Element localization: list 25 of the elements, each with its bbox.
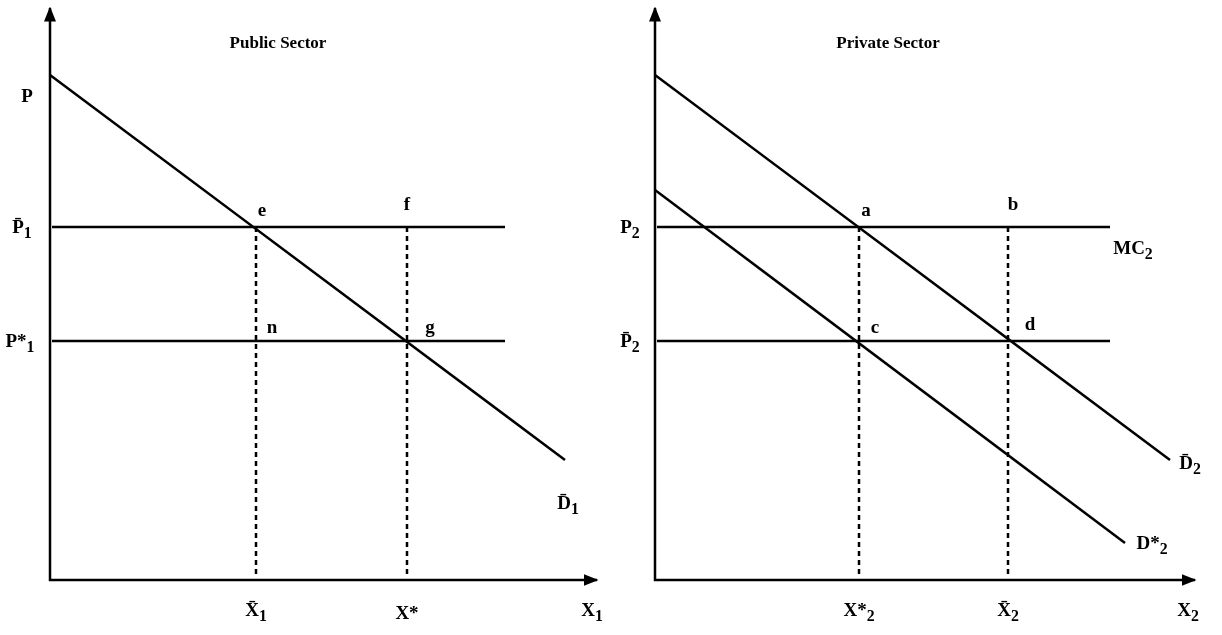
curve-label: D̄$_{1}$ bbox=[557, 493, 579, 517]
quantity-label: X*$_{2}$ bbox=[843, 600, 875, 624]
curve-label: MC$_{2}$ bbox=[1113, 238, 1153, 262]
panel-title: Public Sector bbox=[229, 33, 327, 51]
point-label: e bbox=[257, 199, 267, 219]
axis-label: X$_{1}$ bbox=[581, 600, 603, 624]
point-label: f bbox=[403, 193, 411, 213]
panel-title: Private Sector bbox=[836, 33, 940, 51]
price-label: P̄$_{2}$ bbox=[620, 331, 640, 355]
point-label: d bbox=[1024, 313, 1036, 333]
point-label: g bbox=[425, 316, 435, 336]
axis-label: P bbox=[21, 85, 33, 105]
price-label: P̄$_{1}$ bbox=[12, 217, 32, 241]
point-label: c bbox=[870, 316, 880, 336]
axis-label: X$_{2}$ bbox=[1177, 600, 1199, 624]
curve-label: D̄$_{2}$ bbox=[1179, 453, 1201, 477]
quantity-label: X̄$_{2}$ bbox=[997, 600, 1019, 624]
price-label: P$_{2}$ bbox=[620, 217, 640, 241]
quantity-label: X* bbox=[395, 602, 419, 622]
point-label: n bbox=[266, 316, 278, 336]
quantity-label: X̄$_{1}$ bbox=[245, 600, 267, 624]
point-label: b bbox=[1007, 193, 1019, 213]
point-label: a bbox=[861, 199, 871, 219]
curve-label: D*$_{2}$ bbox=[1136, 533, 1168, 557]
price-label: P*$_{1}$ bbox=[5, 331, 35, 355]
